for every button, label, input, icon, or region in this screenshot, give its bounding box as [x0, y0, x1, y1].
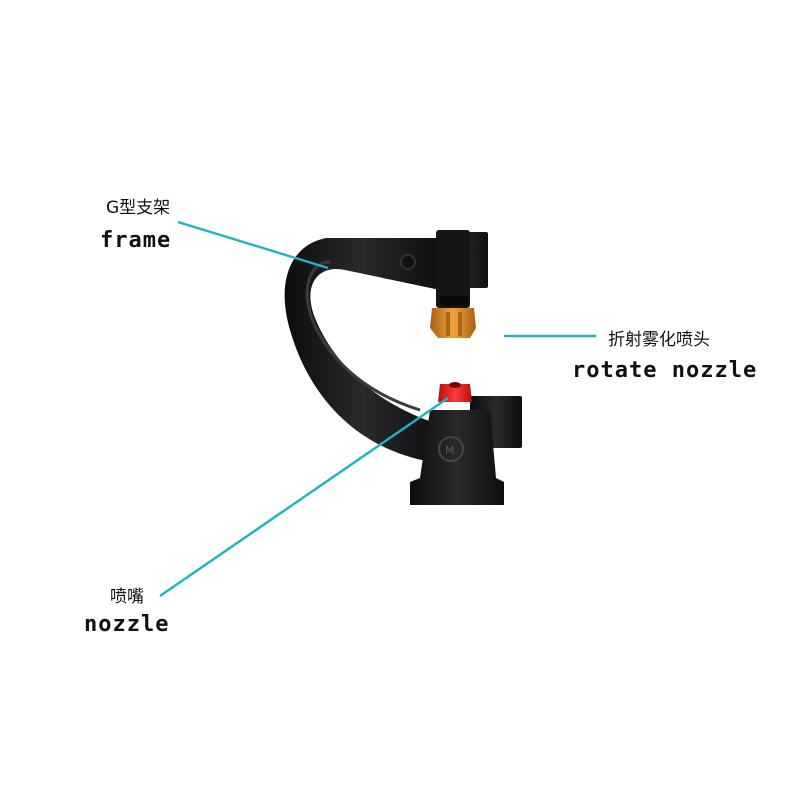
- nozzle-label-cn: 喷嘴: [110, 587, 144, 607]
- rotate-nozzle-head: [430, 308, 476, 338]
- frame-leader-line: [177, 220, 329, 270]
- frame-screw-hole: [400, 254, 416, 270]
- frame-label-en: frame: [100, 228, 172, 253]
- rotate-nozzle-label-cn: 折射雾化喷头: [608, 330, 710, 350]
- upper-stem: [436, 230, 470, 308]
- frame-label-cn: G型支架: [106, 198, 171, 218]
- nozzle-label-en: nozzle: [84, 612, 170, 637]
- nozzle-leader-line: [159, 397, 449, 597]
- svg-text:M: M: [445, 444, 455, 457]
- nozzle-tip: [438, 384, 472, 402]
- nozzle-body: [410, 410, 504, 505]
- g-frame: [284, 238, 440, 462]
- nozzle-logo-mark: [438, 436, 464, 462]
- g-frame-inner-edge: [305, 260, 421, 412]
- rotate-nozzle-label-en: rotate nozzle: [572, 358, 758, 383]
